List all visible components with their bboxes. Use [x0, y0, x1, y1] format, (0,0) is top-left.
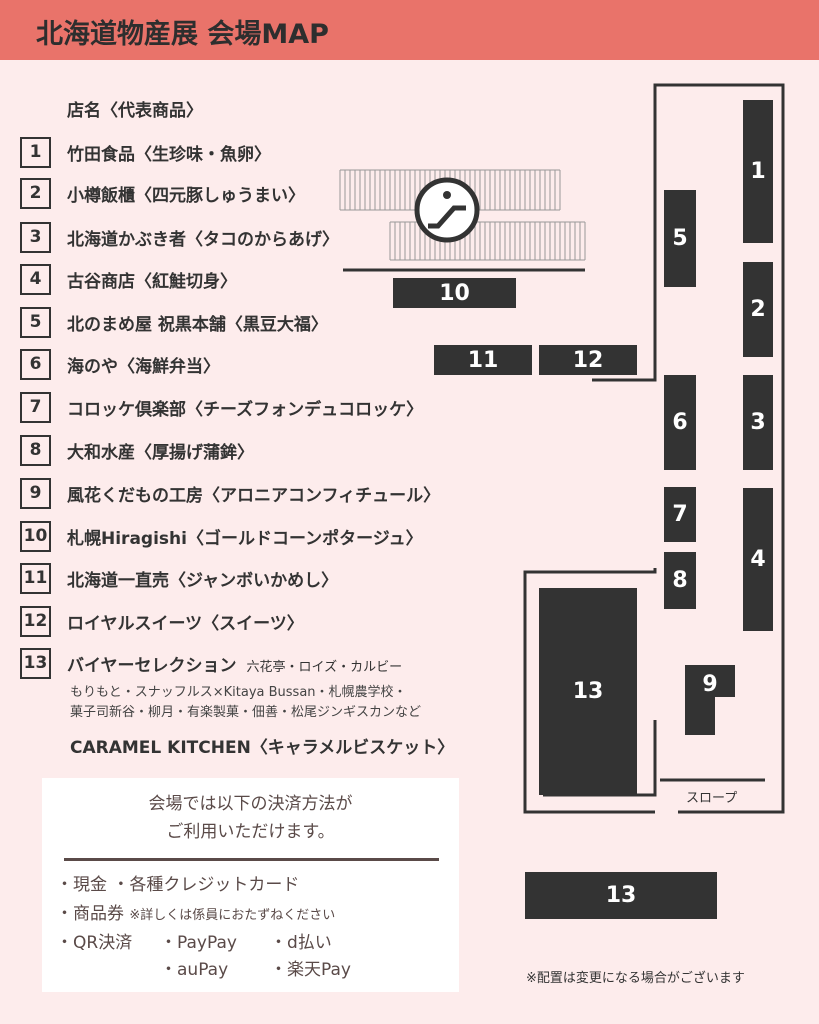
shop-name: 北海道一直売〈ジャンボいかめし〉 [67, 570, 339, 591]
legend-item: 2 小樽飯櫃〈四元豚しゅうまい〉 [20, 177, 305, 209]
legend-item: 1 竹田食品〈生珍味・魚卵〉 [20, 136, 271, 168]
legend-item: 7 コロッケ倶楽部〈チーズフォンデュコロッケ〉 [20, 391, 423, 423]
brands-line: 菓子司新谷・柳月・有楽製菓・佃善・松尾ジンギスカンなど [70, 705, 422, 720]
legend-number: 4 [20, 263, 51, 295]
booth-10[interactable]: 10 [393, 278, 516, 308]
shop-name: 北のまめ屋 祝黒本舗〈黒豆大福〉 [67, 314, 328, 335]
shop-name: バイヤーセレクション [67, 655, 237, 676]
booth-4[interactable]: 4 [743, 488, 773, 631]
legend-name: 竹田食品〈生珍味・魚卵〉 [67, 140, 271, 165]
shop-name: 古谷商店〈紅鮭切身〉 [67, 271, 237, 292]
legend-item: 9 風花くだもの工房〈アロニアコンフィチュール〉 [20, 477, 440, 509]
shop-name: 北海道かぶき者〈タコのからあげ〉 [67, 229, 339, 250]
legend-number: 7 [20, 391, 51, 423]
pay-voucher: ・商品券 [56, 904, 124, 924]
shop-name: ロイヤルスイーツ〈スイーツ〉 [67, 613, 304, 634]
slope-label: スロープ [686, 791, 738, 806]
legend-item: 10 札幌Hiragishi〈ゴールドコーンポタージュ〉 [20, 520, 423, 552]
shop-name: 海のや〈海鮮弁当〉 [67, 356, 220, 377]
legend-number: 2 [20, 177, 51, 209]
legend-number: 10 [20, 520, 51, 552]
legend-item: 11 北海道一直売〈ジャンボいかめし〉 [20, 562, 338, 594]
escalator-icon [414, 177, 480, 243]
pay-dbarai: ・d払い [270, 933, 332, 953]
pay-cash: ・現金 [56, 875, 107, 895]
shop-name: 竹田食品〈生珍味・魚卵〉 [67, 144, 271, 165]
booth-13[interactable]: 13 [539, 588, 637, 795]
header: 北海道物産展 会場MAP [0, 0, 819, 60]
payment-box: 会場では以下の決済方法がご利用いただけます。 ・現金 ・各種クレジットカード ・… [42, 778, 459, 992]
legend-number: 3 [20, 221, 51, 253]
legend-name: 札幌Hiragishi〈ゴールドコーンポタージュ〉 [67, 524, 423, 549]
legend-name: 古谷商店〈紅鮭切身〉 [67, 267, 237, 292]
legend-item: 12 ロイヤルスイーツ〈スイーツ〉 [20, 605, 304, 637]
legend-number: 13 [20, 647, 51, 679]
shop-name: 小樽飯櫃〈四元豚しゅうまい〉 [67, 185, 305, 206]
legend-item: 6 海のや〈海鮮弁当〉 [20, 348, 220, 380]
legend-name: ロイヤルスイーツ〈スイーツ〉 [67, 609, 304, 634]
booth-8[interactable]: 8 [664, 552, 696, 609]
legend-item: 13 バイヤーセレクション六花亭・ロイズ・カルビー [20, 647, 402, 679]
payment-heading: 会場では以下の決済方法が [148, 794, 353, 814]
legend-item: 5 北のまめ屋 祝黒本舗〈黒豆大福〉 [20, 306, 328, 338]
legend-number: 9 [20, 477, 51, 509]
legend-item: 4 古谷商店〈紅鮭切身〉 [20, 263, 237, 295]
legend-heading: 店名〈代表商品〉 [67, 101, 203, 121]
legend-name: 北海道かぶき者〈タコのからあげ〉 [67, 225, 339, 250]
voucher-note: ※詳しくは係員におたずねください [129, 908, 336, 923]
shop-name: コロッケ倶楽部〈チーズフォンデュコロッケ〉 [67, 399, 424, 420]
booth-13-bottom[interactable]: 13 [525, 872, 717, 919]
divider [64, 858, 439, 861]
booth-11[interactable]: 11 [434, 345, 532, 375]
legend-number: 6 [20, 348, 51, 380]
booth-9[interactable]: 9 [685, 665, 735, 697]
legend-number: 12 [20, 605, 51, 637]
pay-qr: ・QR決済 [56, 933, 133, 953]
legend-name: 北のまめ屋 祝黒本舗〈黒豆大福〉 [67, 310, 328, 335]
legend-number: 1 [20, 136, 51, 168]
legend-name: 大和水産〈厚揚げ蒲鉾〉 [67, 438, 254, 463]
booth-2[interactable]: 2 [743, 262, 773, 357]
booth-5[interactable]: 5 [664, 190, 696, 287]
legend-number: 11 [20, 562, 51, 594]
brands-line: もりもと・スナッフルス×Kitaya Bussan・札幌農学校・ [70, 685, 407, 700]
legend-name: 小樽飯櫃〈四元豚しゅうまい〉 [67, 181, 305, 206]
shop-name: 札幌Hiragishi〈ゴールドコーンポタージュ〉 [67, 528, 423, 549]
page-title: 北海道物産展 会場MAP [36, 19, 329, 50]
legend-name: 風花くだもの工房〈アロニアコンフィチュール〉 [67, 481, 440, 506]
legend-item: 8 大和水産〈厚揚げ蒲鉾〉 [20, 434, 254, 466]
legend-name: 北海道一直売〈ジャンボいかめし〉 [67, 566, 338, 591]
shop-name: 風花くだもの工房〈アロニアコンフィチュール〉 [67, 485, 441, 506]
shop-sub: 六花亭・ロイズ・カルビー [246, 659, 403, 675]
legend-name: バイヤーセレクション六花亭・ロイズ・カルビー [67, 651, 402, 676]
booth-1[interactable]: 1 [743, 100, 773, 243]
pay-paypay: ・PayPay [160, 933, 237, 953]
booth-7[interactable]: 7 [664, 487, 696, 542]
payment-heading: ご利用いただけます。 [166, 822, 335, 842]
booth-9-base [685, 696, 715, 735]
legend-number: 5 [20, 306, 51, 338]
booth-12[interactable]: 12 [539, 345, 637, 375]
pay-aupay: ・auPay [160, 960, 229, 980]
pay-card: ・各種クレジットカード [112, 875, 300, 895]
booth-6[interactable]: 6 [664, 375, 696, 470]
legend-item: 3 北海道かぶき者〈タコのからあげ〉 [20, 221, 339, 253]
disclaimer: ※配置は変更になる場合がございます [526, 971, 745, 986]
shop-name: 大和水産〈厚揚げ蒲鉾〉 [67, 442, 254, 463]
legend-number: 8 [20, 434, 51, 466]
caramel-kitchen: CARAMEL KITCHEN〈キャラメルビスケット〉 [70, 738, 455, 758]
legend-name: コロッケ倶楽部〈チーズフォンデュコロッケ〉 [67, 395, 423, 420]
pay-rakuten: ・楽天Pay [270, 960, 351, 980]
legend-name: 海のや〈海鮮弁当〉 [67, 352, 220, 377]
booth-3[interactable]: 3 [743, 375, 773, 470]
